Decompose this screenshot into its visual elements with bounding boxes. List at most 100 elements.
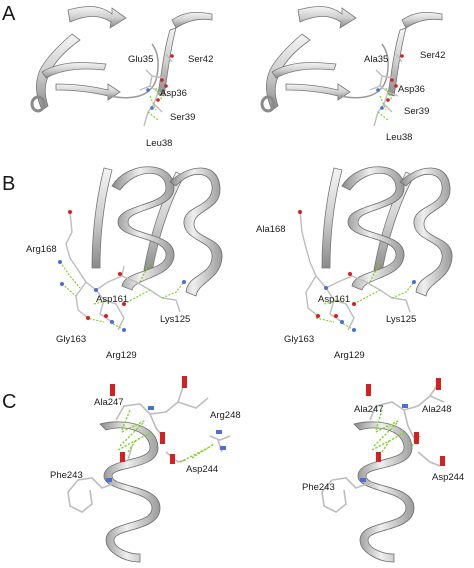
backbone-line — [109, 43, 159, 99]
oxygen-atom — [334, 314, 338, 318]
nitrogen-atom — [402, 404, 408, 408]
oxygen-atom — [182, 376, 187, 388]
residue-label: Ser39 — [404, 106, 429, 117]
oxygen-atom — [414, 432, 419, 444]
residue-label: Arg248 — [210, 410, 241, 421]
panel-c-right-structure — [321, 378, 445, 563]
oxygen-atom — [156, 98, 160, 102]
panel-c: C Ala247 Arg248 Asp244 Phe243 — [2, 376, 464, 563]
oxygen-atom — [348, 272, 352, 276]
nitrogen-atom — [376, 88, 380, 92]
residue-label: Leu38 — [146, 138, 172, 149]
residue-label: Arg168 — [26, 244, 57, 255]
residue-label: Ser42 — [188, 54, 213, 65]
nitrogen-atom — [216, 430, 222, 434]
residue-label: Asp244 — [186, 464, 218, 475]
nitrogen-atom — [220, 446, 226, 450]
residue-label: Phe243 — [50, 470, 83, 481]
oxygen-atom — [390, 78, 394, 82]
residue-label: Asp36 — [398, 84, 425, 95]
residue-label: Phe243 — [302, 482, 335, 493]
beta-strand-arrow-lower — [55, 83, 121, 101]
panel-a: A Glu35 Ser42 Asp36 Ser39 Leu38 — [2, 3, 445, 149]
oxygen-atom — [298, 210, 302, 214]
residue-label: Ala247 — [94, 397, 124, 408]
hbond-lines — [371, 409, 421, 453]
oxygen-atom — [386, 98, 390, 102]
residue-label: Ala247 — [354, 404, 384, 415]
alpha-helix — [353, 421, 415, 563]
nitrogen-atom — [412, 280, 416, 284]
alpha-helix — [169, 167, 223, 297]
panel-b-left-structure — [58, 166, 223, 332]
beta-strand-arrow — [297, 6, 357, 29]
side-chains — [65, 211, 181, 331]
loop-ring — [30, 95, 46, 113]
residue-label: Asp36 — [160, 88, 187, 99]
nitrogen-atom — [106, 478, 112, 482]
nitrogen-atom — [352, 328, 356, 332]
beta-strand — [143, 171, 185, 273]
oxygen-atom — [110, 384, 115, 396]
nitrogen-atom — [148, 406, 154, 410]
oxygen-atom — [170, 54, 174, 58]
oxygen-atom — [86, 316, 90, 320]
residue-label: Asp244 — [432, 472, 464, 483]
nitrogen-atom — [360, 478, 366, 482]
panel-b-right-structure — [298, 166, 453, 332]
side-chains — [299, 211, 411, 331]
hbond-lines — [117, 409, 215, 463]
nitrogen-atom — [110, 320, 114, 324]
beta-strand-arrow — [67, 6, 127, 29]
backbone-line — [339, 43, 389, 99]
panel-b: B Arg168 Asp161 Lys125 Gly163 Arg129 — [2, 166, 453, 361]
residue-label: Glu35 — [128, 54, 153, 65]
oxygen-atom — [400, 54, 404, 58]
nitrogen-atom — [150, 106, 154, 110]
nitrogen-atom — [146, 88, 150, 92]
oxygen-atom — [394, 84, 398, 88]
nitrogen-atom — [122, 328, 126, 332]
residue-label: Gly163 — [56, 334, 86, 345]
alpha-helix — [99, 421, 161, 563]
nitrogen-atom — [58, 260, 62, 264]
beta-strand — [373, 171, 415, 273]
panel-c-letter: C — [2, 391, 16, 413]
alpha-helix — [399, 167, 453, 297]
residue-label: Lys125 — [386, 314, 416, 325]
nitrogen-atom — [60, 282, 64, 286]
side-chains — [321, 383, 445, 513]
panel-b-letter: B — [2, 173, 15, 195]
loop-ribbon-right — [171, 11, 213, 29]
residue-label: Asp161 — [96, 294, 128, 305]
alpha-helix — [341, 166, 405, 291]
hbond-lines — [147, 87, 163, 121]
panel-a-right-structure — [260, 6, 443, 127]
oxygen-atom — [440, 456, 445, 466]
beta-strand — [91, 167, 113, 269]
oxygen-atom — [366, 384, 371, 396]
residue-label: Ser42 — [420, 50, 445, 61]
oxygen-atom — [436, 378, 441, 390]
residue-label: Ala168 — [256, 224, 286, 235]
oxygen-atom — [104, 314, 108, 318]
oxygen-atom — [122, 302, 126, 306]
loop-ribbon-right — [401, 11, 443, 29]
nitrogen-atom — [94, 288, 98, 292]
oxygen-atom — [164, 84, 168, 88]
residue-label: Ala248 — [422, 404, 452, 415]
beta-strand — [321, 167, 343, 269]
nitrogen-atom — [182, 280, 186, 284]
oxygen-atom — [160, 432, 165, 444]
nitrogen-atom — [380, 106, 384, 110]
oxygen-atom — [376, 452, 381, 462]
residue-label: Asp161 — [318, 294, 350, 305]
nitrogen-atom — [324, 286, 328, 290]
residue-label: Arg129 — [106, 350, 137, 361]
alpha-helix — [111, 166, 175, 291]
residue-label: Gly163 — [284, 334, 314, 345]
hbond-lines — [377, 87, 393, 121]
residue-label: Ser39 — [170, 112, 195, 123]
oxygen-atom — [160, 78, 164, 82]
